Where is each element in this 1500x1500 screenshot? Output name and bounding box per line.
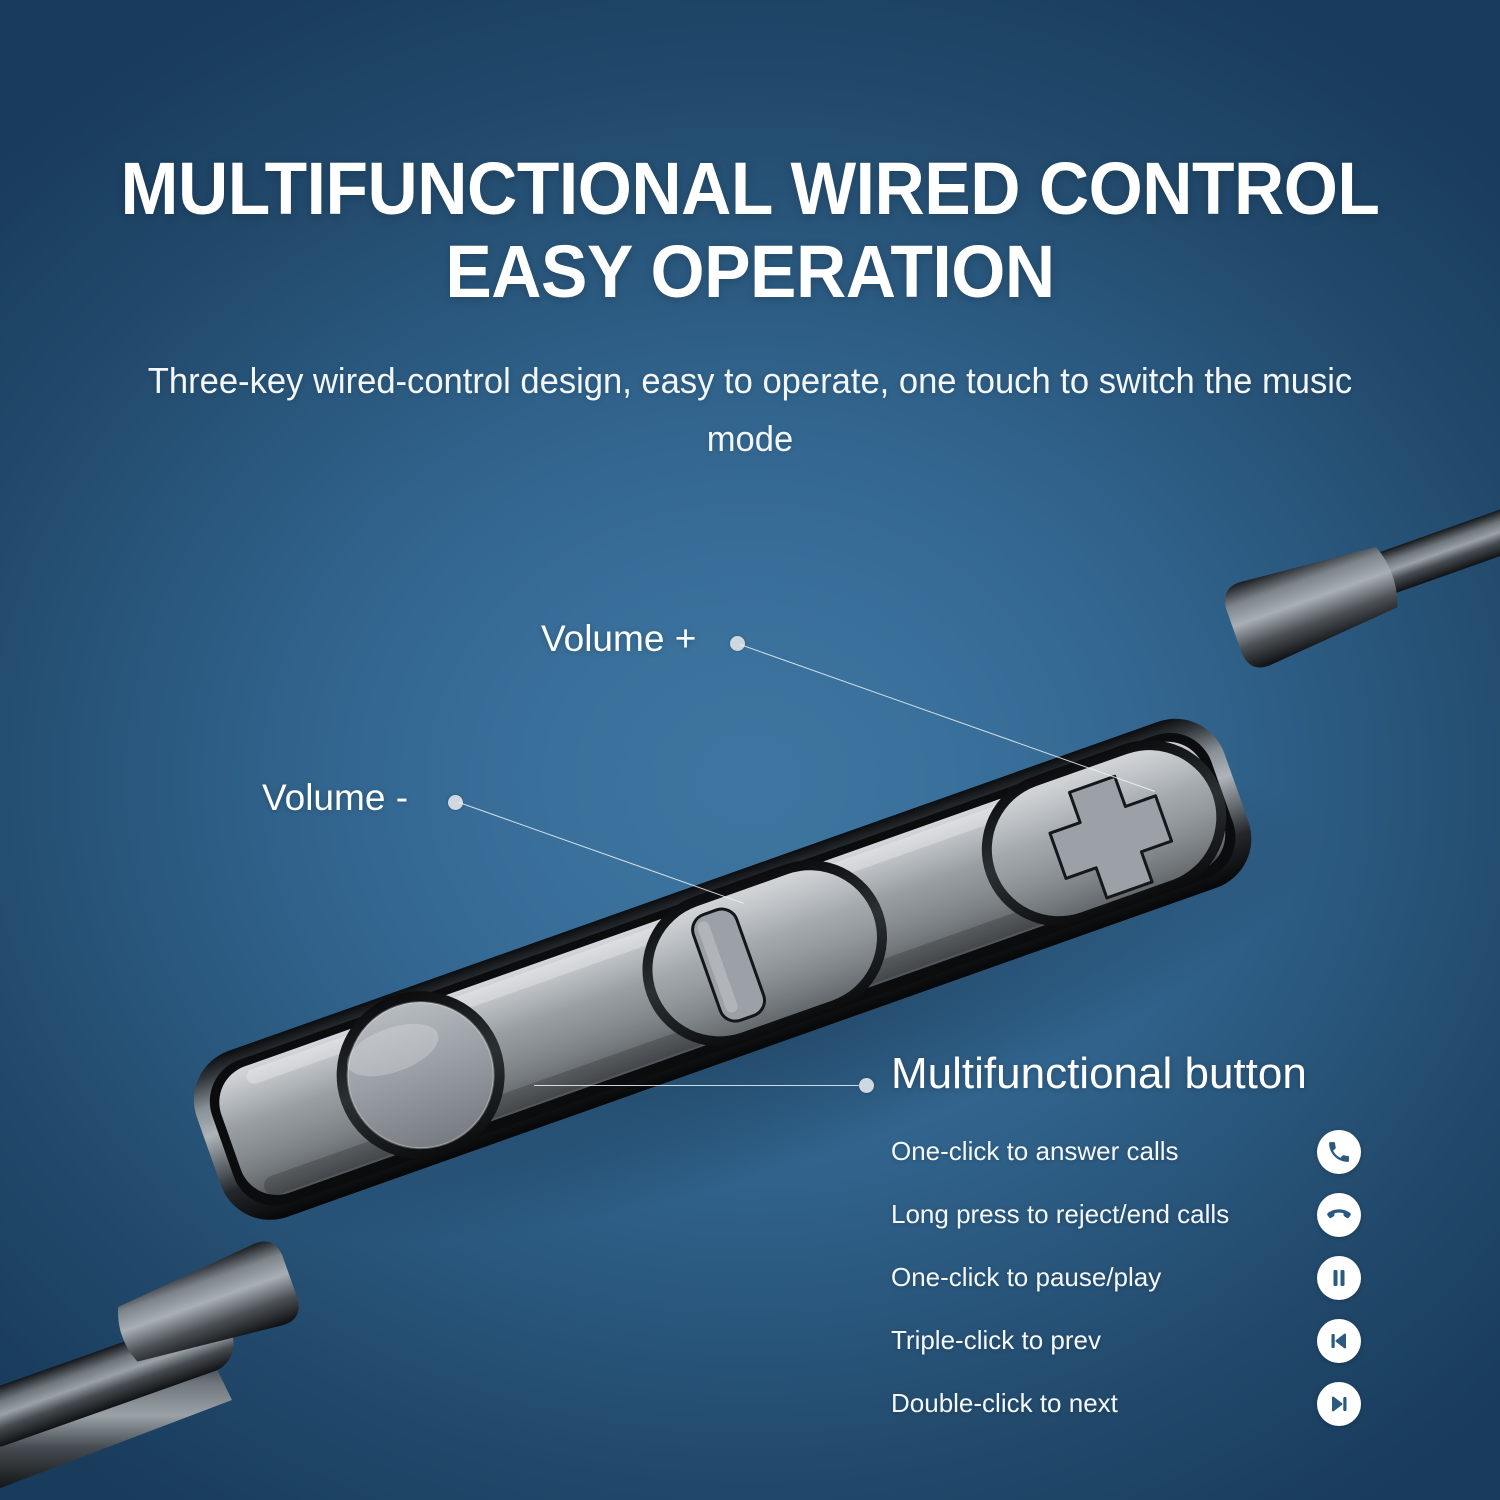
leader-line-multifunction bbox=[534, 1085, 866, 1086]
feature-text: Double-click to next bbox=[891, 1388, 1118, 1418]
feature-row-previous-track: Triple-click to prev bbox=[891, 1309, 1361, 1372]
strain-relief-lower bbox=[118, 1241, 299, 1362]
feature-block: Multifunctional button One-click to answ… bbox=[891, 1052, 1361, 1435]
strain-relief-upper bbox=[1224, 546, 1398, 668]
page-title: MULTIFUNCTIONAL WIRED CONTROL EASY OPERA… bbox=[120, 147, 1380, 313]
callout-label-volume-plus: Volume + bbox=[541, 618, 697, 659]
volume-plus-button[interactable] bbox=[961, 719, 1248, 948]
feature-text: One-click to answer calls bbox=[891, 1136, 1179, 1166]
leader-line-volume-minus bbox=[458, 802, 744, 904]
cable-lower bbox=[0, 1314, 234, 1489]
page-subtitle: Three-key wired-control design, easy to … bbox=[147, 360, 1353, 460]
feature-text: One-click to pause/play bbox=[891, 1262, 1162, 1292]
callout-label-volume-minus: Volume - bbox=[262, 777, 409, 818]
feature-row-pause-play: One-click to pause/play bbox=[891, 1246, 1361, 1309]
cable-upper bbox=[1336, 488, 1500, 606]
feature-row-next-track: Double-click to next bbox=[891, 1372, 1361, 1435]
leader-dot-multifunction bbox=[859, 1078, 874, 1093]
phone-icon bbox=[1317, 1129, 1361, 1174]
leader-line-volume-plus bbox=[739, 644, 1155, 792]
feature-row-reject-calls: Long press to reject/end calls bbox=[891, 1183, 1361, 1246]
leader-dot-volume-plus bbox=[730, 636, 745, 651]
multifunction-button[interactable] bbox=[313, 968, 527, 1182]
leader-dot-volume-minus bbox=[448, 795, 463, 810]
feature-heading: Multifunctional button bbox=[891, 1049, 1307, 1098]
next-track-icon bbox=[1317, 1381, 1361, 1426]
plus-icon bbox=[1048, 774, 1174, 900]
feature-row-answer-calls: One-click to answer calls bbox=[891, 1120, 1361, 1183]
feature-text: Long press to reject/end calls bbox=[891, 1199, 1230, 1229]
pause-icon bbox=[1317, 1255, 1361, 1300]
feature-list: One-click to answer calls Long press to … bbox=[891, 1120, 1361, 1435]
previous-track-icon bbox=[1317, 1318, 1361, 1363]
phone-hangup-icon bbox=[1317, 1192, 1361, 1237]
feature-text: Triple-click to prev bbox=[891, 1325, 1101, 1355]
volume-minus-button[interactable] bbox=[621, 839, 908, 1068]
